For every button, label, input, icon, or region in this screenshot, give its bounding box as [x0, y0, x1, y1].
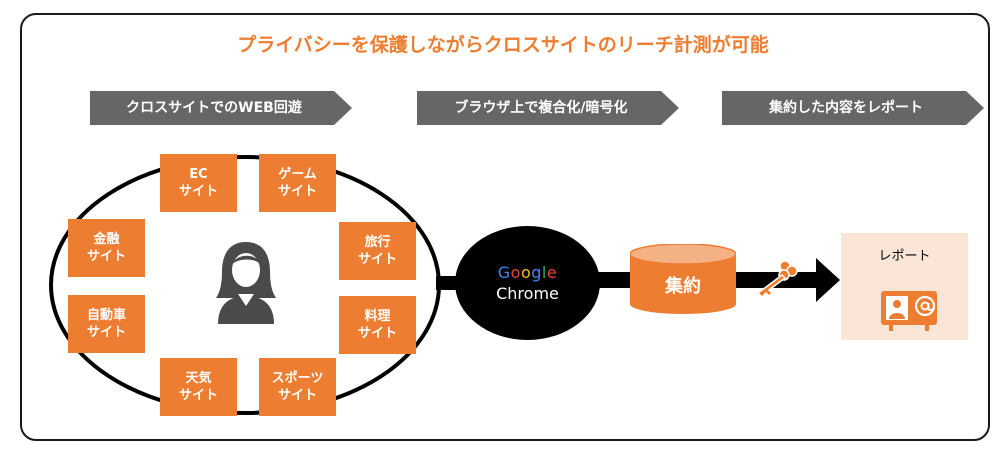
aggregate-database-icon — [630, 244, 736, 314]
aggregate-label: 集約 — [665, 276, 701, 297]
chrome-browser: Google Chrome — [455, 226, 600, 340]
site-travel: 旅行サイト — [339, 222, 416, 280]
site-finance: 金融サイト — [68, 219, 145, 277]
connector-chrome-db — [596, 272, 634, 288]
site-game: ゲームサイト — [259, 154, 336, 212]
diagram-title: プライバシーを保護しながらクロスサイトのリーチ計測が可能 — [237, 34, 769, 56]
chrome-label: Chrome — [496, 284, 559, 303]
contact-card-icon — [881, 291, 937, 331]
at-sign-icon — [914, 295, 936, 317]
site-cooking: 料理サイト — [339, 296, 416, 354]
site-automobile: 自動車サイト — [68, 295, 145, 353]
person-icon — [216, 242, 276, 324]
diagram-frame — [20, 13, 990, 441]
report-label: レポート — [878, 249, 931, 264]
google-logo: Google — [497, 263, 558, 282]
site-weather: 天気サイト — [160, 358, 237, 416]
site-sports: スポーツサイト — [259, 358, 336, 416]
step-cross-site: クロスサイトでのWEB回遊 — [90, 91, 352, 125]
connector-ellipse-chrome — [436, 276, 460, 290]
report-panel: レポート — [841, 233, 968, 340]
step-browser: ブラウザ上で複合化/暗号化 — [417, 91, 679, 125]
key-icon — [756, 260, 798, 299]
step-report: 集約した内容をレポート — [722, 91, 984, 125]
